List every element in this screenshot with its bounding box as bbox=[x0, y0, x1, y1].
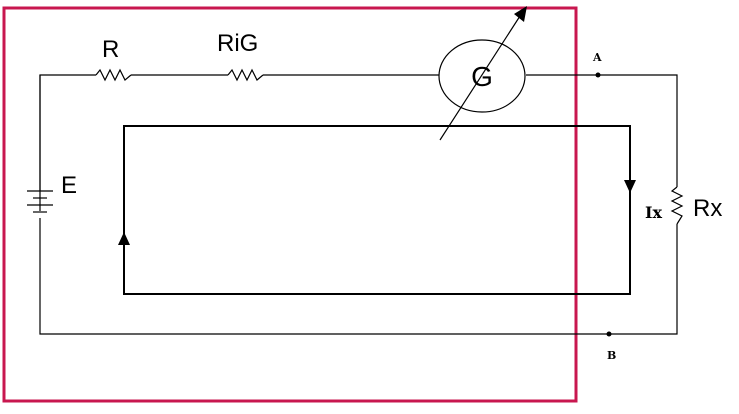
node-b-dot bbox=[606, 331, 612, 337]
resistor-rx bbox=[670, 186, 684, 225]
loop-arrow-down bbox=[624, 180, 636, 193]
loop-arrow-up bbox=[118, 232, 130, 245]
label-node-a: A bbox=[592, 51, 602, 64]
galvanometer-arrow-head bbox=[514, 6, 527, 22]
label-current: Ix bbox=[645, 203, 662, 222]
highlight-frame bbox=[2, 6, 578, 403]
battery-symbol bbox=[27, 186, 53, 213]
galvanometer-arrow-shaft bbox=[439, 15, 521, 141]
circuit-wires bbox=[39, 74, 678, 335]
label-node-b: B bbox=[607, 349, 616, 362]
resistor-rig bbox=[227, 68, 264, 82]
label-rx: Rx bbox=[693, 195, 722, 222]
node-a-dot bbox=[595, 72, 601, 78]
label-galvanometer: G bbox=[471, 61, 493, 92]
current-loop bbox=[123, 125, 631, 295]
label-rig: RiG bbox=[217, 30, 258, 57]
galvanometer bbox=[438, 39, 526, 113]
resistor-r bbox=[95, 68, 132, 82]
label-r: R bbox=[102, 36, 119, 63]
label-battery: E bbox=[61, 172, 77, 199]
